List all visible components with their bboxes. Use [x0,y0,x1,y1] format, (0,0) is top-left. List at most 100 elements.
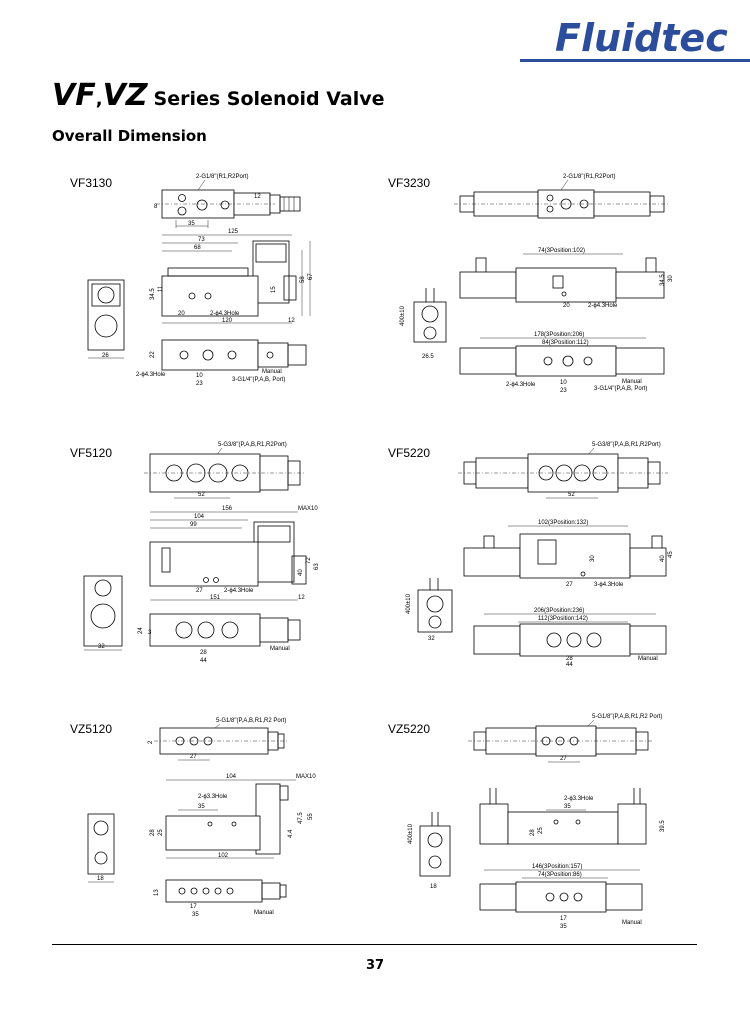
svg-text:Manual: Manual [622,920,642,926]
svg-text:8: 8 [154,204,158,210]
svg-text:30: 30 [668,275,674,282]
svg-text:74(3Position:102): 74(3Position:102) [538,248,585,254]
svg-text:35: 35 [560,924,567,930]
vz5220-bottom-view: 146(3Position:157) 74(3Position:86) 17 3… [479,864,643,930]
drawing-vz5220: 5-G1/8"(P,A,B,R1,R2 Port) 27 2-ϕ3.3Hole … [388,708,678,933]
svg-text:151: 151 [210,595,221,601]
vf3130-side-view: 125 73 68 67 58 34.5 11 15 20 2-ϕ4.3Hole… [150,229,314,324]
svg-text:125: 125 [228,229,239,235]
svg-text:26: 26 [102,353,109,359]
svg-text:MAX10: MAX10 [298,506,318,512]
brand-logo-text: Fluidtec [555,16,728,60]
svg-text:20: 20 [178,311,185,317]
model-label-vf3230: VF3230 [388,176,431,190]
svg-text:Manual: Manual [270,646,290,652]
svg-text:13: 13 [154,889,160,896]
model-label-vz5220: VZ5220 [388,722,431,736]
svg-text:74(3Position:86): 74(3Position:86) [538,872,582,878]
svg-text:68: 68 [194,245,201,251]
svg-text:3-G1/4"(P,A,B, Port): 3-G1/4"(P,A,B, Port) [232,377,285,383]
svg-text:104: 104 [194,514,205,520]
svg-text:10: 10 [560,380,567,386]
svg-text:Manual: Manual [262,369,282,375]
svg-text:72: 72 [306,557,312,564]
svg-text:2-ϕ4.3Hole: 2-ϕ4.3Hole [588,303,618,309]
svg-text:26.5: 26.5 [422,354,434,360]
svg-text:63: 63 [314,563,320,570]
svg-text:40: 40 [298,569,304,576]
title-rest: Series Solenoid Valve [153,88,385,110]
svg-text:2-ϕ4.3Hole: 2-ϕ4.3Hole [224,588,254,594]
svg-text:400±10: 400±10 [408,823,414,844]
svg-text:35: 35 [564,804,571,810]
svg-text:34.5: 34.5 [150,288,156,300]
svg-text:22: 22 [150,351,156,358]
vf5220-bottom-view: 206(3Position:236) 112(3Position:142) 28… [473,608,667,666]
svg-text:52: 52 [198,492,205,498]
svg-text:2-G1/8"(R1,R2Port): 2-G1/8"(R1,R2Port) [196,174,248,180]
section-title: Overall Dimension [52,127,207,145]
svg-text:400±10: 400±10 [400,305,406,326]
vf3230-side-view: 74(3Position:102) 20 2-ϕ4.3Hole 34.5 30 [459,248,674,309]
svg-text:11: 11 [158,285,164,292]
svg-text:27: 27 [566,582,573,588]
svg-text:2-ϕ4.3Hole: 2-ϕ4.3Hole [210,311,240,317]
svg-text:12: 12 [254,194,261,200]
svg-text:2-ϕ4.3Hole: 2-ϕ4.3Hole [506,382,536,388]
svg-text:3: 3 [148,630,152,636]
svg-text:23: 23 [196,381,203,387]
drawing-vf5220: 5-G3/8"(P,A,B,R1,R2Port) 52 102(3Positio… [388,436,678,666]
svg-text:12: 12 [288,318,295,324]
svg-text:17: 17 [190,904,197,910]
svg-text:52: 52 [568,492,575,498]
svg-text:32: 32 [98,644,105,650]
vf5220-top-view: 5-G3/8"(P,A,B,R1,R2Port) 52 [458,442,668,499]
vz5120-side-view: 104 MAX10 2-ϕ3.3Hole 35 28 25 4.4 47.5 5… [150,774,316,859]
svg-text:35: 35 [198,804,205,810]
svg-text:17: 17 [560,916,567,922]
svg-text:25: 25 [538,827,544,834]
vf3230-end-view: 400±10 26.5 [400,288,447,360]
svg-text:44: 44 [200,658,207,664]
svg-text:2: 2 [148,740,154,744]
svg-text:Manual: Manual [622,379,642,385]
svg-text:99: 99 [190,522,197,528]
vz5120-top-view: 5-G1/8"(P,A,B,R1,R2 Port) 2 27 [148,718,288,761]
vf3130-end-view: 26 [87,279,125,359]
svg-text:67: 67 [308,273,314,280]
svg-text:120: 120 [222,318,233,324]
svg-text:146(3Position:157): 146(3Position:157) [532,864,582,870]
vf5120-bottom-view: 24 3 28 44 Manual [138,613,301,664]
svg-text:28: 28 [530,829,536,836]
svg-text:Manual: Manual [638,656,658,662]
model-label-vf5220: VF5220 [388,446,431,460]
svg-text:28: 28 [566,656,573,662]
svg-text:400±10: 400±10 [406,593,412,614]
model-label-vz5120: VZ5120 [70,722,113,736]
svg-text:32: 32 [428,636,435,642]
model-label-vf5120: VF5120 [70,446,113,460]
title-vf: VF [52,78,96,113]
vf3130-bottom-view: 22 10 23 2-ϕ4.3Hole Manual 3-G1/4"(P,A,B… [136,339,307,387]
svg-text:5-G3/8"(P,A,B,R1,R2Port): 5-G3/8"(P,A,B,R1,R2Port) [592,442,661,448]
svg-text:3-ϕ4.3Hole: 3-ϕ4.3Hole [594,582,624,588]
title-separator: , [95,89,103,110]
drawing-vf3130: 2-G1/8"(R1,R2Port) 35 8 12 125 73 [70,168,330,393]
svg-text:27: 27 [196,588,203,594]
svg-text:Manual: Manual [254,910,274,916]
vf5220-end-view: 400±10 32 [406,578,453,642]
svg-text:39.5: 39.5 [660,820,666,832]
svg-text:45: 45 [668,551,674,558]
drawing-vz5120: 5-G1/8"(P,A,B,R1,R2 Port) 2 27 104 MAX10… [70,712,340,922]
svg-text:40: 40 [660,555,666,562]
svg-text:2-G1/8"(R1,R2Port): 2-G1/8"(R1,R2Port) [563,174,615,180]
vf5220-side-view: 102(3Position:132) 27 3-ϕ4.3Hole 30 40 4… [463,520,674,588]
svg-text:5-G3/8"(P,A,B,R1,R2Port): 5-G3/8"(P,A,B,R1,R2Port) [218,442,287,448]
vf3230-top-view: 2-G1/8"(R1,R2Port) [454,174,670,219]
svg-text:44: 44 [566,662,573,666]
brand-logo: Fluidtec [555,14,740,60]
svg-text:34.5: 34.5 [660,274,666,286]
svg-text:MAX10: MAX10 [296,774,316,780]
svg-text:112(3Position:142): 112(3Position:142) [538,616,588,622]
svg-text:2-ϕ3.3Hole: 2-ϕ3.3Hole [198,794,228,800]
